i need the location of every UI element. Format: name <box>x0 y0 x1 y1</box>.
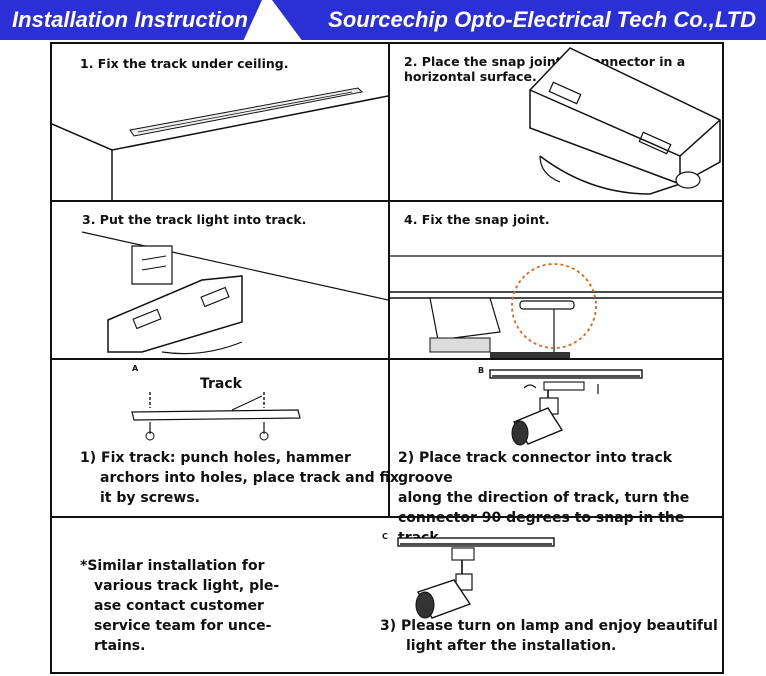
step-2-caption-line: horizontal surface. <box>404 69 537 84</box>
fix-track-diagram <box>131 392 301 441</box>
fix-track-instruction: 1) Fix track: punch holes, hammer archor… <box>80 448 399 508</box>
instruction-line: 1) Fix track: punch holes, hammer <box>80 450 351 466</box>
fix-snap-joint-illustration <box>390 255 724 358</box>
grid-divider <box>52 516 722 518</box>
note-text: Similar installation for <box>87 558 265 574</box>
instruction-line: 2) Place track connector into track groo… <box>398 450 673 486</box>
instruction-line: it by screws. <box>100 490 201 506</box>
place-connector-diagram <box>489 369 643 446</box>
ceiling-track-illustration <box>52 78 388 200</box>
diagram-a-label: A <box>132 364 139 373</box>
instruction-line: light after the installation. <box>406 638 617 654</box>
instruction-line: 3) Please turn on lamp and enjoy beautif… <box>380 618 718 634</box>
instruction-line: along the direction of track, turn the <box>398 490 690 506</box>
track-label: Track <box>200 376 242 392</box>
instruction-line: archors into holes, place track and fix <box>100 470 399 486</box>
header-banner: Installation Instruction Sourcechip Opto… <box>0 0 766 40</box>
step-1-caption: 1. Fix the track under ceiling. <box>80 56 289 71</box>
lamp-on-diagram <box>397 537 555 619</box>
company-name: Sourcechip Opto-Electrical Tech Co.,LTD <box>328 7 756 32</box>
grid-divider <box>52 200 722 202</box>
note-line: rtains. <box>94 638 146 654</box>
grid-divider <box>388 44 390 518</box>
note-line: service team for unce- <box>94 618 272 634</box>
step-3-caption: 3. Put the track light into track. <box>82 212 307 227</box>
diagram-c-label: C <box>382 532 388 541</box>
track-light-insert-illustration <box>81 231 388 355</box>
turn-on-instruction: 3) Please turn on lamp and enjoy beautif… <box>380 616 718 656</box>
note-asterisk: * <box>80 558 88 574</box>
banner-right-bar <box>272 0 766 40</box>
banner-left-bar <box>0 0 262 40</box>
note-line: ase contact customer <box>94 598 264 614</box>
step-2-caption: 2. Place the snap joint of connector in … <box>404 54 685 84</box>
place-connector-instruction: 2) Place track connector into track groo… <box>398 448 722 548</box>
highlight-circle <box>511 263 597 349</box>
note-line: various track light, ple- <box>94 578 280 594</box>
diagram-b-label: B <box>478 366 485 375</box>
grid-divider <box>52 358 722 360</box>
snap-joint-illustration <box>529 47 721 195</box>
note-line: *Similar installation for <box>80 556 279 576</box>
step-4-caption: 4. Fix the snap joint. <box>404 212 550 227</box>
step-2-caption-line: 2. Place the snap joint of connector in … <box>404 54 686 69</box>
page-title: Installation Instruction <box>12 7 248 32</box>
instruction-sheet: 1. Fix the track under ceiling. 2. Place… <box>50 42 724 674</box>
note-block: *Similar installation for various track … <box>80 556 279 656</box>
